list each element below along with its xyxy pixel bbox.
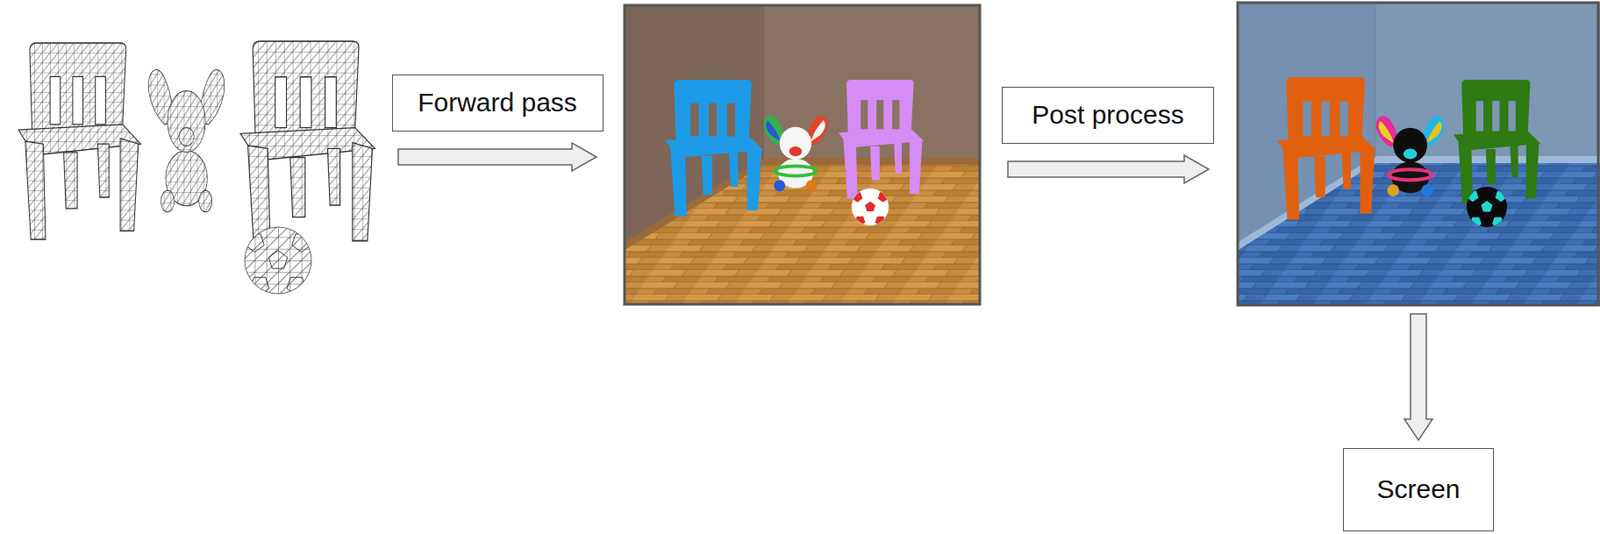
box-label: Screen xyxy=(1376,474,1460,506)
post-processed-image xyxy=(1236,1,1600,307)
wireframe-scene xyxy=(18,41,375,296)
process-box: Forward pass xyxy=(392,74,604,132)
bunny-toy xyxy=(763,115,828,192)
block-arrow xyxy=(1007,155,1209,184)
process-box: Post process xyxy=(1001,86,1215,144)
rendered-image xyxy=(624,5,980,305)
wireframe-chair xyxy=(18,42,141,240)
box-label: Post process xyxy=(1031,100,1184,131)
block-arrow xyxy=(398,142,597,172)
soccer-ball xyxy=(1466,186,1508,229)
wireframe-bunny xyxy=(148,69,225,212)
box-label: Forward pass xyxy=(417,87,578,119)
blue-chair xyxy=(664,79,764,216)
wireframe-ball xyxy=(244,227,312,296)
wireframe-chair xyxy=(240,41,375,250)
block-arrow xyxy=(1404,314,1433,441)
soccer-ball xyxy=(851,188,889,227)
pink-chair xyxy=(838,79,924,200)
bunny-toy xyxy=(1376,115,1445,197)
orange-chair xyxy=(1277,77,1377,220)
process-box: Screen xyxy=(1342,448,1494,532)
green-chair xyxy=(1453,79,1541,204)
